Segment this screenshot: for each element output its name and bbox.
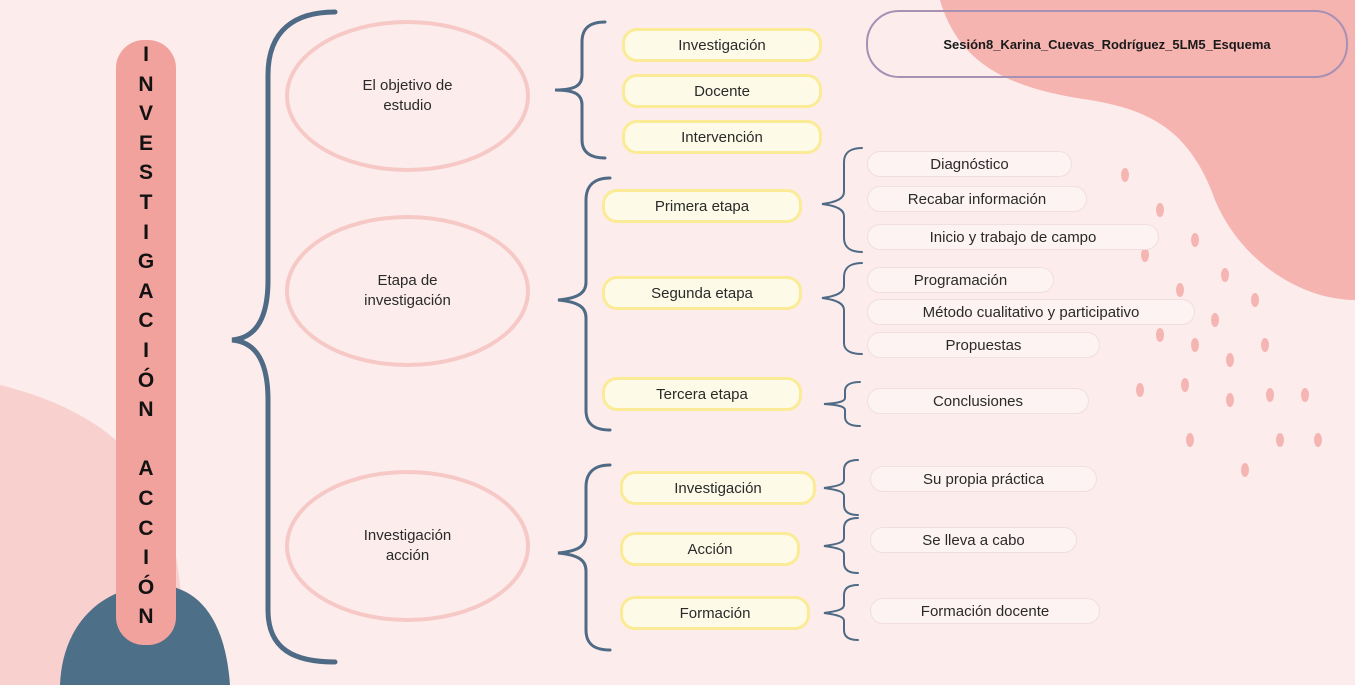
item-segunda-etapa: Segunda etapa [602, 276, 802, 310]
title-letter: C [138, 516, 154, 540]
item-formacion: Formación [620, 596, 810, 630]
title-letter: N [138, 72, 154, 96]
brace-segunda [821, 262, 863, 355]
leaf-diagnostico: Diagnóstico [867, 151, 1072, 177]
title-letter: V [138, 102, 153, 126]
leaf-inicio-trabajo-campo: Inicio y trabajo de campo [867, 224, 1159, 250]
leaf-se-lleva-a-cabo: Se lleva a cabo [870, 527, 1077, 553]
decorative-dots [1121, 168, 1322, 477]
title-letter: A [138, 457, 154, 481]
title-letter: N [138, 605, 154, 629]
brace-investigacion [823, 459, 859, 516]
topic-investigacion-accion-ellipse: Investigación acción [285, 470, 530, 622]
item-accion: Acción [620, 532, 800, 566]
brace-formacion [823, 584, 859, 641]
session-header-label: Sesión8_Karina_Cuevas_Rodríguez_5LM5_Esq… [866, 10, 1348, 78]
brace-primera [821, 147, 863, 253]
leaf-conclusiones: Conclusiones [867, 388, 1089, 414]
brace-section-1 [554, 20, 607, 160]
brace-tercera [823, 381, 861, 427]
title-letter: N [138, 398, 154, 422]
brace-section-3 [557, 463, 612, 652]
title-letter: C [138, 309, 154, 333]
main-brace [231, 9, 338, 665]
title-letter: E [138, 131, 153, 155]
leaf-propuestas: Propuestas [867, 332, 1100, 358]
item-investigacion-2: Investigación [620, 471, 816, 505]
title-letter: I [143, 220, 149, 244]
title-letter: S [138, 161, 153, 185]
leaf-recabar-informacion: Recabar información [867, 186, 1087, 212]
top-right-blob [940, 0, 1355, 300]
brace-accion [823, 517, 859, 574]
leaf-programacion: Programación [867, 267, 1054, 293]
title-letter: I [143, 339, 149, 362]
title-letter: T [139, 191, 153, 214]
topic-etapa-text: Etapa de investigación [364, 272, 451, 309]
item-tercera-etapa: Tercera etapa [602, 377, 802, 411]
title-letter: G [137, 250, 155, 274]
topic-etapa-ellipse: Etapa de investigación [285, 215, 530, 367]
session-header-text: Sesión8_Karina_Cuevas_Rodríguez_5LM5_Esq… [943, 36, 1271, 52]
item-docente: Docente [622, 74, 822, 108]
title-letter: C [138, 487, 154, 510]
topic-objetivo-ellipse: El objetivo de estudio [285, 20, 530, 172]
topic-investigacion-accion-text: Investigación acción [363, 527, 452, 564]
title-letter: I [143, 43, 149, 66]
title-letter [116, 429, 176, 450]
item-primera-etapa: Primera etapa [602, 189, 802, 223]
topic-objetivo-text: El objetivo de estudio [362, 77, 453, 114]
title-letter: Ó [137, 368, 155, 392]
item-investigacion: Investigación [622, 28, 822, 62]
leaf-formacion-docente: Formación docente [870, 598, 1100, 624]
title-letter: I [143, 546, 149, 570]
title-letter: A [138, 279, 154, 303]
leaf-su-propia-practica: Su propia práctica [870, 466, 1097, 492]
item-intervencion: Intervención [622, 120, 822, 154]
leaf-metodo-cualitativo: Método cualitativo y participativo [867, 299, 1195, 325]
brace-section-2 [557, 176, 612, 432]
title-letter: Ó [137, 575, 155, 599]
